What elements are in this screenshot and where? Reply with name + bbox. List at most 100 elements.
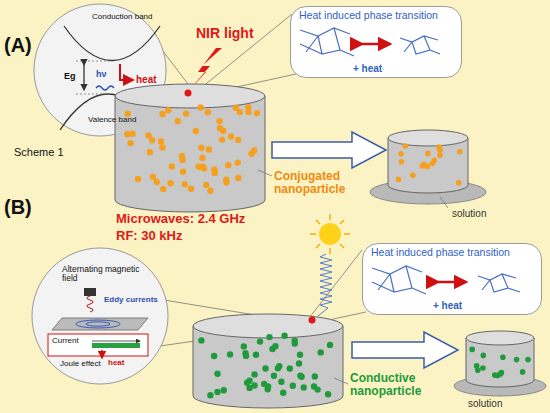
particle-label: Conjugated nanoparticle (274, 170, 364, 196)
nanoparticle (205, 109, 211, 115)
nanoparticle (214, 389, 220, 395)
nanoparticle (246, 378, 252, 384)
nanoparticle (197, 104, 203, 110)
callout-fill (362, 243, 542, 315)
nanoparticle (312, 373, 318, 379)
nanoparticle (495, 373, 501, 379)
sun (310, 214, 350, 254)
nanoparticle (456, 180, 462, 186)
eddy-label: Eddy currents (104, 296, 158, 305)
nanoparticle (193, 128, 199, 134)
nanoparticle (216, 118, 222, 124)
nanoparticle (398, 151, 404, 157)
photon-symbol: hν (96, 70, 107, 80)
nanoparticle (399, 159, 405, 165)
nanoparticle (275, 365, 281, 371)
heat-label: heat (108, 359, 124, 368)
nanoparticle (225, 162, 231, 168)
induction-inset (32, 248, 168, 384)
field-label: Alternating magnetic field (62, 265, 142, 284)
nanoparticle (246, 385, 252, 391)
nanoparticle (158, 138, 164, 144)
nanoparticle (235, 137, 241, 143)
nanoparticle (251, 147, 257, 153)
nanoparticle (261, 381, 267, 387)
nanoparticle (242, 350, 248, 356)
nanoparticle (165, 107, 171, 113)
nanoparticle (214, 371, 220, 377)
nanoparticle (301, 384, 307, 390)
nanoparticle (266, 334, 272, 340)
nanoparticle (228, 133, 234, 139)
nanoparticle (199, 155, 205, 161)
gap-symbol: Eg (64, 72, 76, 82)
nanoparticle (127, 140, 133, 146)
nanoparticle (180, 169, 186, 175)
nanoparticle (520, 369, 526, 375)
callout-bubble: Heat induced phase transition+ heat (290, 6, 462, 78)
callout-note: + heat (433, 300, 533, 311)
band-label: Conduction band (92, 13, 153, 22)
reversible-arrow (438, 281, 466, 284)
callout-fill (290, 6, 462, 78)
nanoparticle (198, 145, 204, 151)
nanoparticle (183, 110, 189, 116)
nanoparticle (525, 357, 531, 363)
nanoparticle (429, 161, 435, 167)
nanoparticle (196, 164, 202, 170)
nanoparticle (257, 338, 263, 344)
field-label: Microwaves: 2.4 GHz (116, 212, 245, 226)
nanoparticle (179, 153, 185, 159)
heat-label: heat (136, 74, 157, 85)
nanoparticle (188, 186, 194, 192)
nanoparticle (241, 343, 247, 349)
band-label: Valence band (88, 116, 136, 125)
nanoparticle (149, 137, 155, 143)
nanoparticle (281, 333, 287, 339)
nanoparticle (410, 173, 416, 179)
gel-cylinder (193, 314, 343, 408)
leader-line (334, 378, 348, 384)
nanoparticle (235, 175, 241, 181)
effect-label: Joule effect (60, 360, 101, 369)
panel-letter: (B) (4, 196, 32, 218)
nanoparticle (469, 347, 475, 353)
nanoparticle (235, 159, 241, 165)
nanoparticle (296, 360, 302, 366)
particle-label: Conductive nanoparticle (350, 372, 440, 398)
panel-letter: (A) (4, 34, 32, 56)
nanoparticle (160, 186, 166, 192)
nanoparticle (298, 374, 304, 380)
nanoparticle (150, 174, 156, 180)
nanoparticle (262, 365, 268, 371)
nanoparticle (437, 152, 443, 158)
nanoparticle (254, 110, 260, 116)
solution-label: solution (468, 398, 502, 409)
nanoparticle (425, 151, 431, 157)
process-arrow (352, 332, 458, 368)
nanoparticle (223, 179, 229, 185)
nanoparticle (181, 181, 187, 187)
nanoparticle (175, 118, 181, 124)
nanoparticle (203, 182, 209, 188)
polymer-network (372, 266, 520, 294)
nanoparticle (237, 109, 243, 115)
leader-line (258, 170, 272, 176)
nanoparticle (318, 349, 324, 355)
nanoparticle (325, 391, 331, 397)
nanoparticle (159, 111, 165, 117)
reversible-arrow (362, 43, 390, 46)
nanoparticle (481, 353, 487, 359)
scheme-label: Scheme 1 (14, 146, 64, 158)
nanoparticle (221, 387, 227, 393)
nanoparticle (280, 390, 286, 396)
light-label: NIR light (196, 26, 254, 41)
callout-title: Heat induced phase transition (371, 247, 533, 259)
nanoparticle (147, 149, 153, 155)
nanoparticle (457, 149, 463, 155)
gel-cylinder-small (388, 130, 468, 193)
callout-note: + heat (353, 63, 453, 74)
nanoparticle (129, 131, 135, 137)
callout-bubble: Heat induced phase transition + heat (362, 243, 542, 315)
